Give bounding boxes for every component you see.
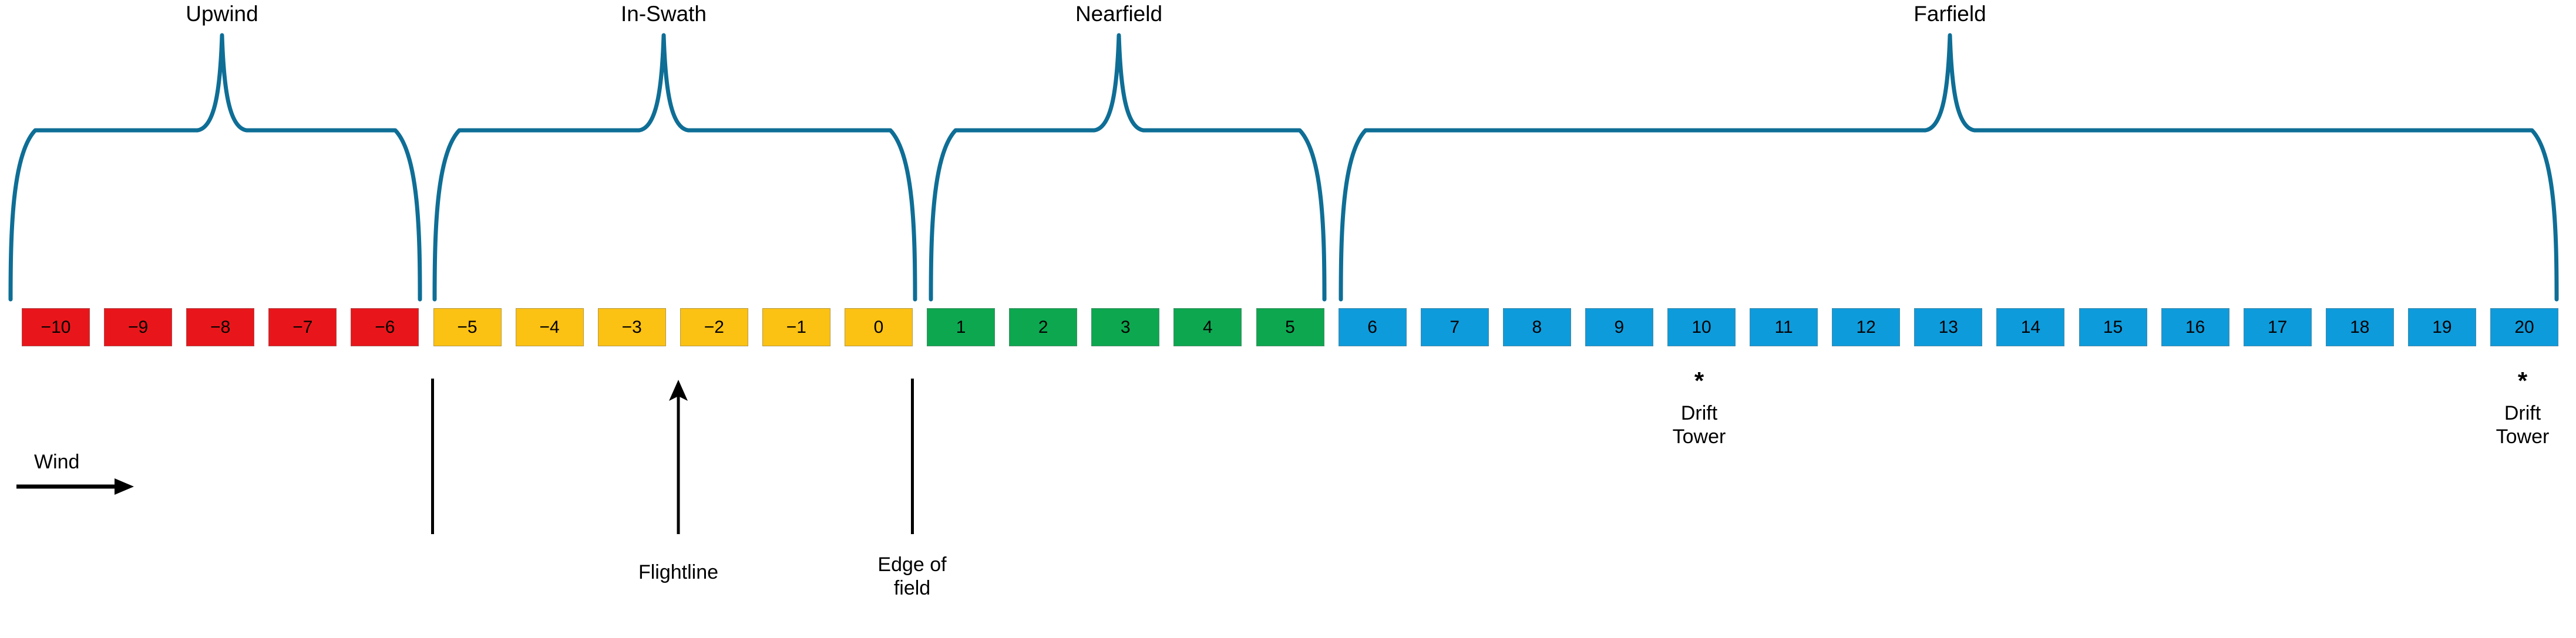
plot-box[interactable]: −7 [268,308,337,346]
edge-of-field-label: Edge of field [877,553,947,599]
plot-box[interactable]: 5 [1256,308,1324,346]
drift-tower-10: * Drift Tower [1672,367,1726,448]
plot-box[interactable]: 8 [1502,308,1571,346]
wind-arrow-icon [16,478,134,495]
brace-in-swath [432,33,917,302]
plot-box[interactable]: −9 [104,308,173,346]
zone-label-in-swath: In-Swath [620,2,707,26]
plot-box[interactable]: −4 [515,308,584,346]
plot-box[interactable]: −6 [351,308,419,346]
plot-box[interactable]: 7 [1420,308,1489,346]
plot-box[interactable]: 20 [2490,308,2558,346]
plot-box[interactable]: 18 [2325,308,2394,346]
zone-label-upwind: Upwind [186,2,258,26]
plot-box[interactable]: −2 [680,308,748,346]
drift-tower-label: Drift Tower [2496,402,2550,448]
plot-box[interactable]: 0 [845,308,913,346]
plot-box[interactable]: 4 [1173,308,1242,346]
plot-box[interactable]: 17 [2243,308,2312,346]
drift-tower-asterisk-icon: * [1694,367,1704,394]
plot-box[interactable]: 2 [1009,308,1078,346]
brace-farfield [1339,33,2559,302]
brace-nearfield [929,33,1327,302]
brace-upwind [8,33,422,302]
plot-box[interactable]: −8 [186,308,255,346]
wind-label: Wind [34,451,80,473]
drift-tower-asterisk-icon: * [2517,367,2528,394]
plot-box[interactable]: 1 [927,308,996,346]
plot-box[interactable]: 12 [1832,308,1901,346]
drift-tower-label: Drift Tower [1672,402,1726,448]
plot-box[interactable]: −5 [433,308,502,346]
plot-box[interactable]: −1 [762,308,830,346]
plot-box[interactable]: −3 [597,308,666,346]
zone-label-nearfield: Nearfield [1075,2,1163,26]
plot-box[interactable]: 19 [2407,308,2476,346]
plot-box[interactable]: 13 [1914,308,1983,346]
plot-box[interactable]: 15 [2079,308,2147,346]
plot-box[interactable]: 10 [1667,308,1736,346]
flightline-label: Flightline [638,561,719,583]
flightline-arrow-icon [669,380,688,534]
plot-box[interactable]: 3 [1091,308,1160,346]
plot-box[interactable]: 9 [1585,308,1653,346]
zone-label-farfield: Farfield [1913,2,1986,26]
drift-tower-20: * Drift Tower [2496,367,2550,448]
plot-box[interactable]: 11 [1750,308,1818,346]
edge-of-field-line [911,379,914,534]
plot-box[interactable]: −10 [22,308,90,346]
plot-box[interactable]: 6 [1338,308,1407,346]
plot-box[interactable]: 14 [1996,308,2065,346]
upwind-boundary-line [431,379,434,534]
plot-box[interactable]: 16 [2161,308,2229,346]
